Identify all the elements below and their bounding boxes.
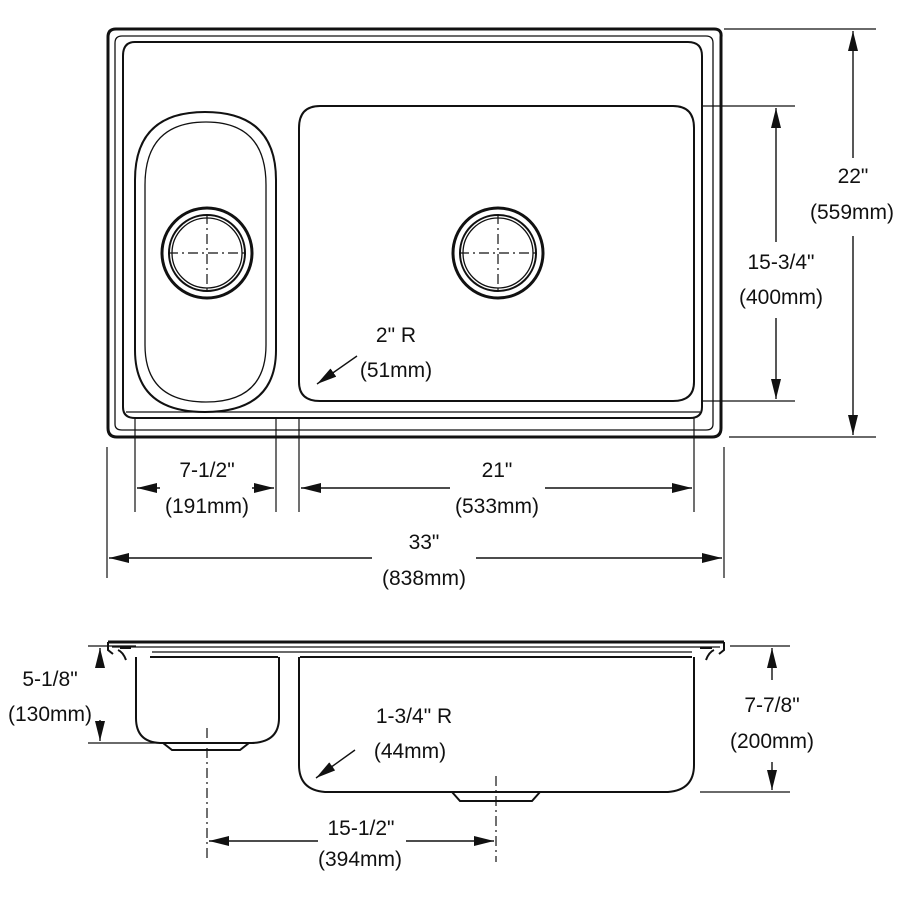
overall-width-label: 33" (409, 531, 440, 554)
deck-right-clip (700, 642, 725, 661)
small-bowl-section (135, 657, 280, 744)
large-bowl-width-label: 21" (482, 459, 513, 482)
bottom-radius-leader (315, 749, 356, 779)
sink-rim-line-2 (114, 35, 714, 431)
sink-outer-rim (106, 27, 723, 439)
large-bowl-section (298, 657, 695, 793)
large-depth-label: 7-7/8" (744, 694, 799, 717)
small-bowl-drain-flange (162, 742, 250, 751)
large-depth-metric: (200mm) (730, 730, 814, 753)
corner-radius-leader (316, 355, 358, 385)
large-bowl-width-metric: (533mm) (455, 495, 539, 518)
small-bowl-width-label: 7-1/2" (179, 459, 234, 482)
drain-spacing-label: 15-1/2" (328, 817, 395, 840)
bottom-radius-label: 1-3/4" R (376, 705, 452, 728)
small-bowl-inner-outline (144, 121, 267, 403)
small-depth-label: 5-1/8" (22, 668, 77, 691)
sink-inner-rim (122, 41, 703, 419)
bowl-length-metric: (400mm) (739, 286, 823, 309)
small-bowl-drain (160, 206, 254, 300)
top-view: 2" R (51mm) 15-3/4" (400mm) 22" (559mm) … (106, 27, 894, 590)
overall-depth-metric: (559mm) (810, 201, 894, 224)
overall-depth-label: 22" (838, 165, 869, 188)
overall-width-metric: (838mm) (382, 567, 466, 590)
small-depth-metric: (130mm) (8, 703, 92, 726)
corner-radius-metric: (51mm) (360, 359, 432, 382)
section-view: 5-1/8" (130mm) 7-7/8" (200mm) 1-3/4" R (… (8, 640, 814, 871)
small-bowl-width-metric: (191mm) (165, 495, 249, 518)
large-bowl-drain (451, 206, 545, 300)
bottom-radius-metric: (44mm) (374, 740, 446, 763)
drain-spacing-metric: (394mm) (318, 848, 402, 871)
small-bowl-outline (134, 110, 277, 414)
large-bowl-outline (298, 105, 695, 402)
corner-radius-label: 2" R (376, 324, 416, 347)
bowl-length-label: 15-3/4" (748, 251, 815, 274)
deck-left-clip (107, 642, 131, 661)
